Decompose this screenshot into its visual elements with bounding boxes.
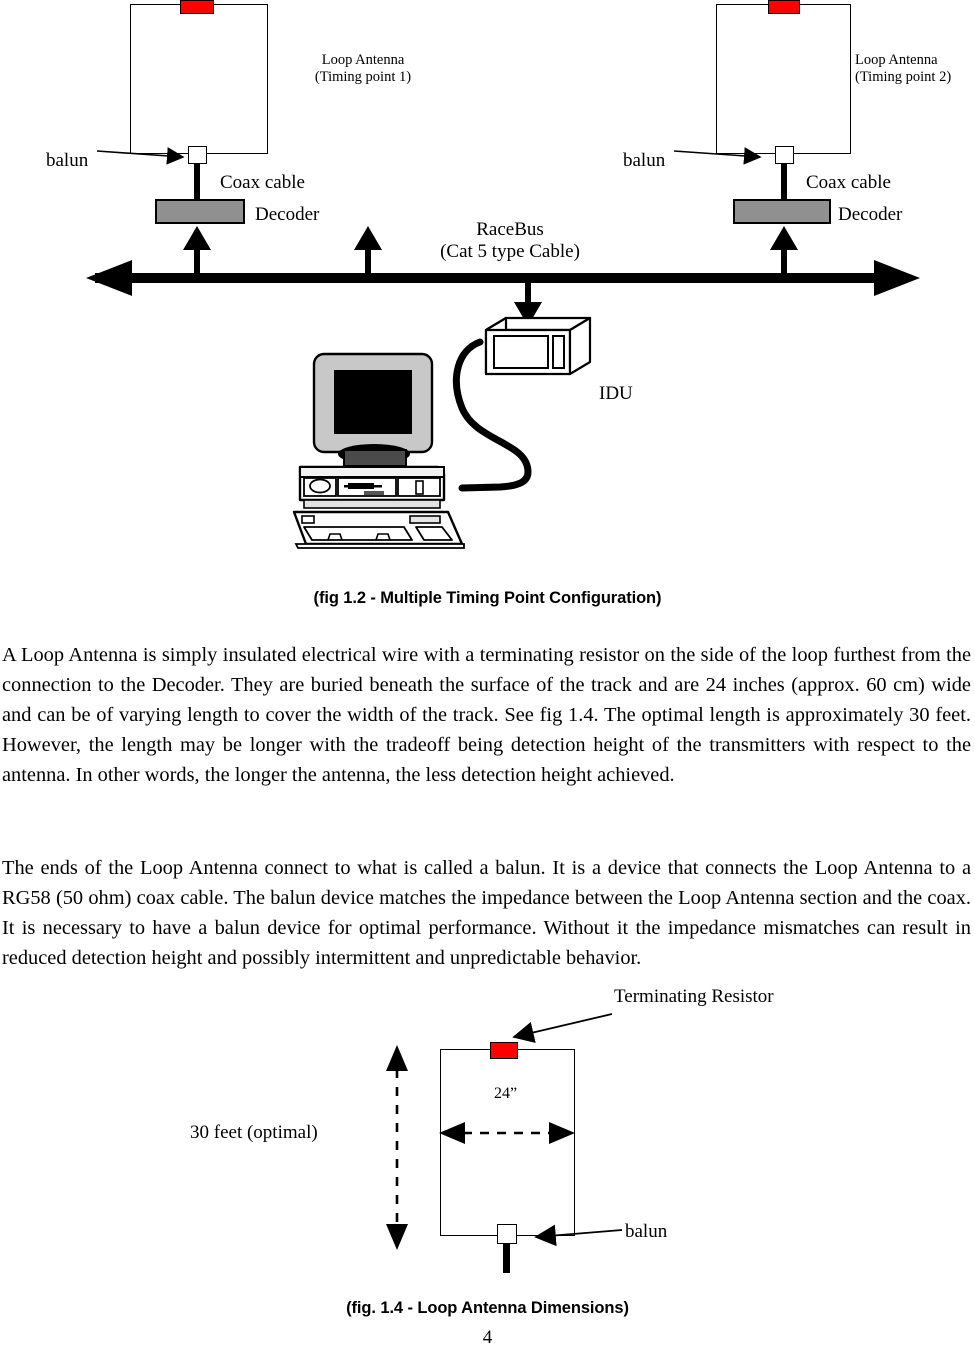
idu-label: IDU — [599, 383, 633, 404]
loop-antenna-rect-dimensions — [440, 1049, 575, 1236]
decoder-label-2: Decoder — [838, 204, 903, 225]
loop-antenna-label-1-line2: (Timing point 1) — [314, 69, 412, 86]
terminating-resistor-arrow — [512, 1013, 613, 1043]
balun-connector-1 — [188, 146, 207, 164]
decoder-box-2 — [733, 199, 831, 224]
loop-antenna-label-2: Loop Antenna (Timing point 2) — [855, 52, 975, 86]
decoder-box-1 — [155, 199, 245, 224]
balun-lead-line — [503, 1244, 510, 1273]
balun-arrow-2 — [673, 147, 762, 165]
length-dimension-arrow — [386, 1045, 408, 1250]
loop-antenna-rect-1 — [130, 4, 268, 154]
racebus-label-line2: (Cat 5 type Cable) — [440, 241, 580, 263]
idu-to-pc-cable — [452, 338, 532, 492]
balun-label-2: balun — [623, 150, 666, 171]
balun-arrow-dimensions — [534, 1224, 623, 1247]
length-dimension-label: 30 feet (optimal) — [190, 1122, 318, 1143]
terminating-resistor-dimensions — [490, 1042, 518, 1059]
racebus-label: RaceBus (Cat 5 type Cable) — [410, 219, 610, 264]
desktop-computer-illustration — [292, 352, 465, 549]
terminating-resistor-label: Terminating Resistor — [614, 986, 774, 1007]
width-dimension-label: 24” — [494, 1085, 518, 1102]
page-number: 4 — [482, 1327, 493, 1348]
loop-antenna-label-1-line1: Loop Antenna — [321, 52, 405, 68]
idu-device — [484, 316, 592, 376]
terminating-resistor-1 — [180, 0, 214, 14]
coax-cable-label-1: Coax cable — [220, 172, 305, 193]
balun-connector-2 — [775, 146, 794, 164]
figure-1-4-caption: (fig. 1.4 - Loop Antenna Dimensions) — [346, 1299, 629, 1317]
balun-connector-dimensions — [497, 1224, 517, 1244]
figure-1-2-caption: (fig 1.2 - Multiple Timing Point Configu… — [313, 589, 662, 607]
racebus-label-line1: RaceBus — [476, 219, 544, 240]
coax-cable-line-2 — [781, 163, 787, 205]
loop-antenna-rect-2 — [716, 4, 851, 154]
racebus-line — [86, 226, 920, 326]
balun-label-dimensions: balun — [625, 1221, 668, 1242]
balun-arrow-1 — [96, 147, 185, 165]
coax-cable-line-1 — [194, 163, 200, 205]
coax-cable-label-2: Coax cable — [806, 172, 891, 193]
loop-antenna-label-1: Loop Antenna (Timing point 1) — [278, 52, 448, 86]
loop-antenna-label-2-line1: Loop Antenna — [855, 52, 938, 68]
body-paragraph-2: The ends of the Loop Antenna connect to … — [2, 857, 971, 970]
decoder-label-1: Decoder — [255, 204, 320, 225]
body-paragraph-1: A Loop Antenna is simply insulated elect… — [2, 644, 971, 787]
loop-antenna-label-2-line2: (Timing point 2) — [855, 69, 952, 86]
balun-label-1: balun — [46, 150, 89, 171]
figure-1-2-diagram: balun Coax cable Decoder Loop Antenna (T… — [0, 0, 975, 607]
width-dimension-arrow — [439, 1122, 575, 1144]
terminating-resistor-2 — [768, 0, 800, 14]
